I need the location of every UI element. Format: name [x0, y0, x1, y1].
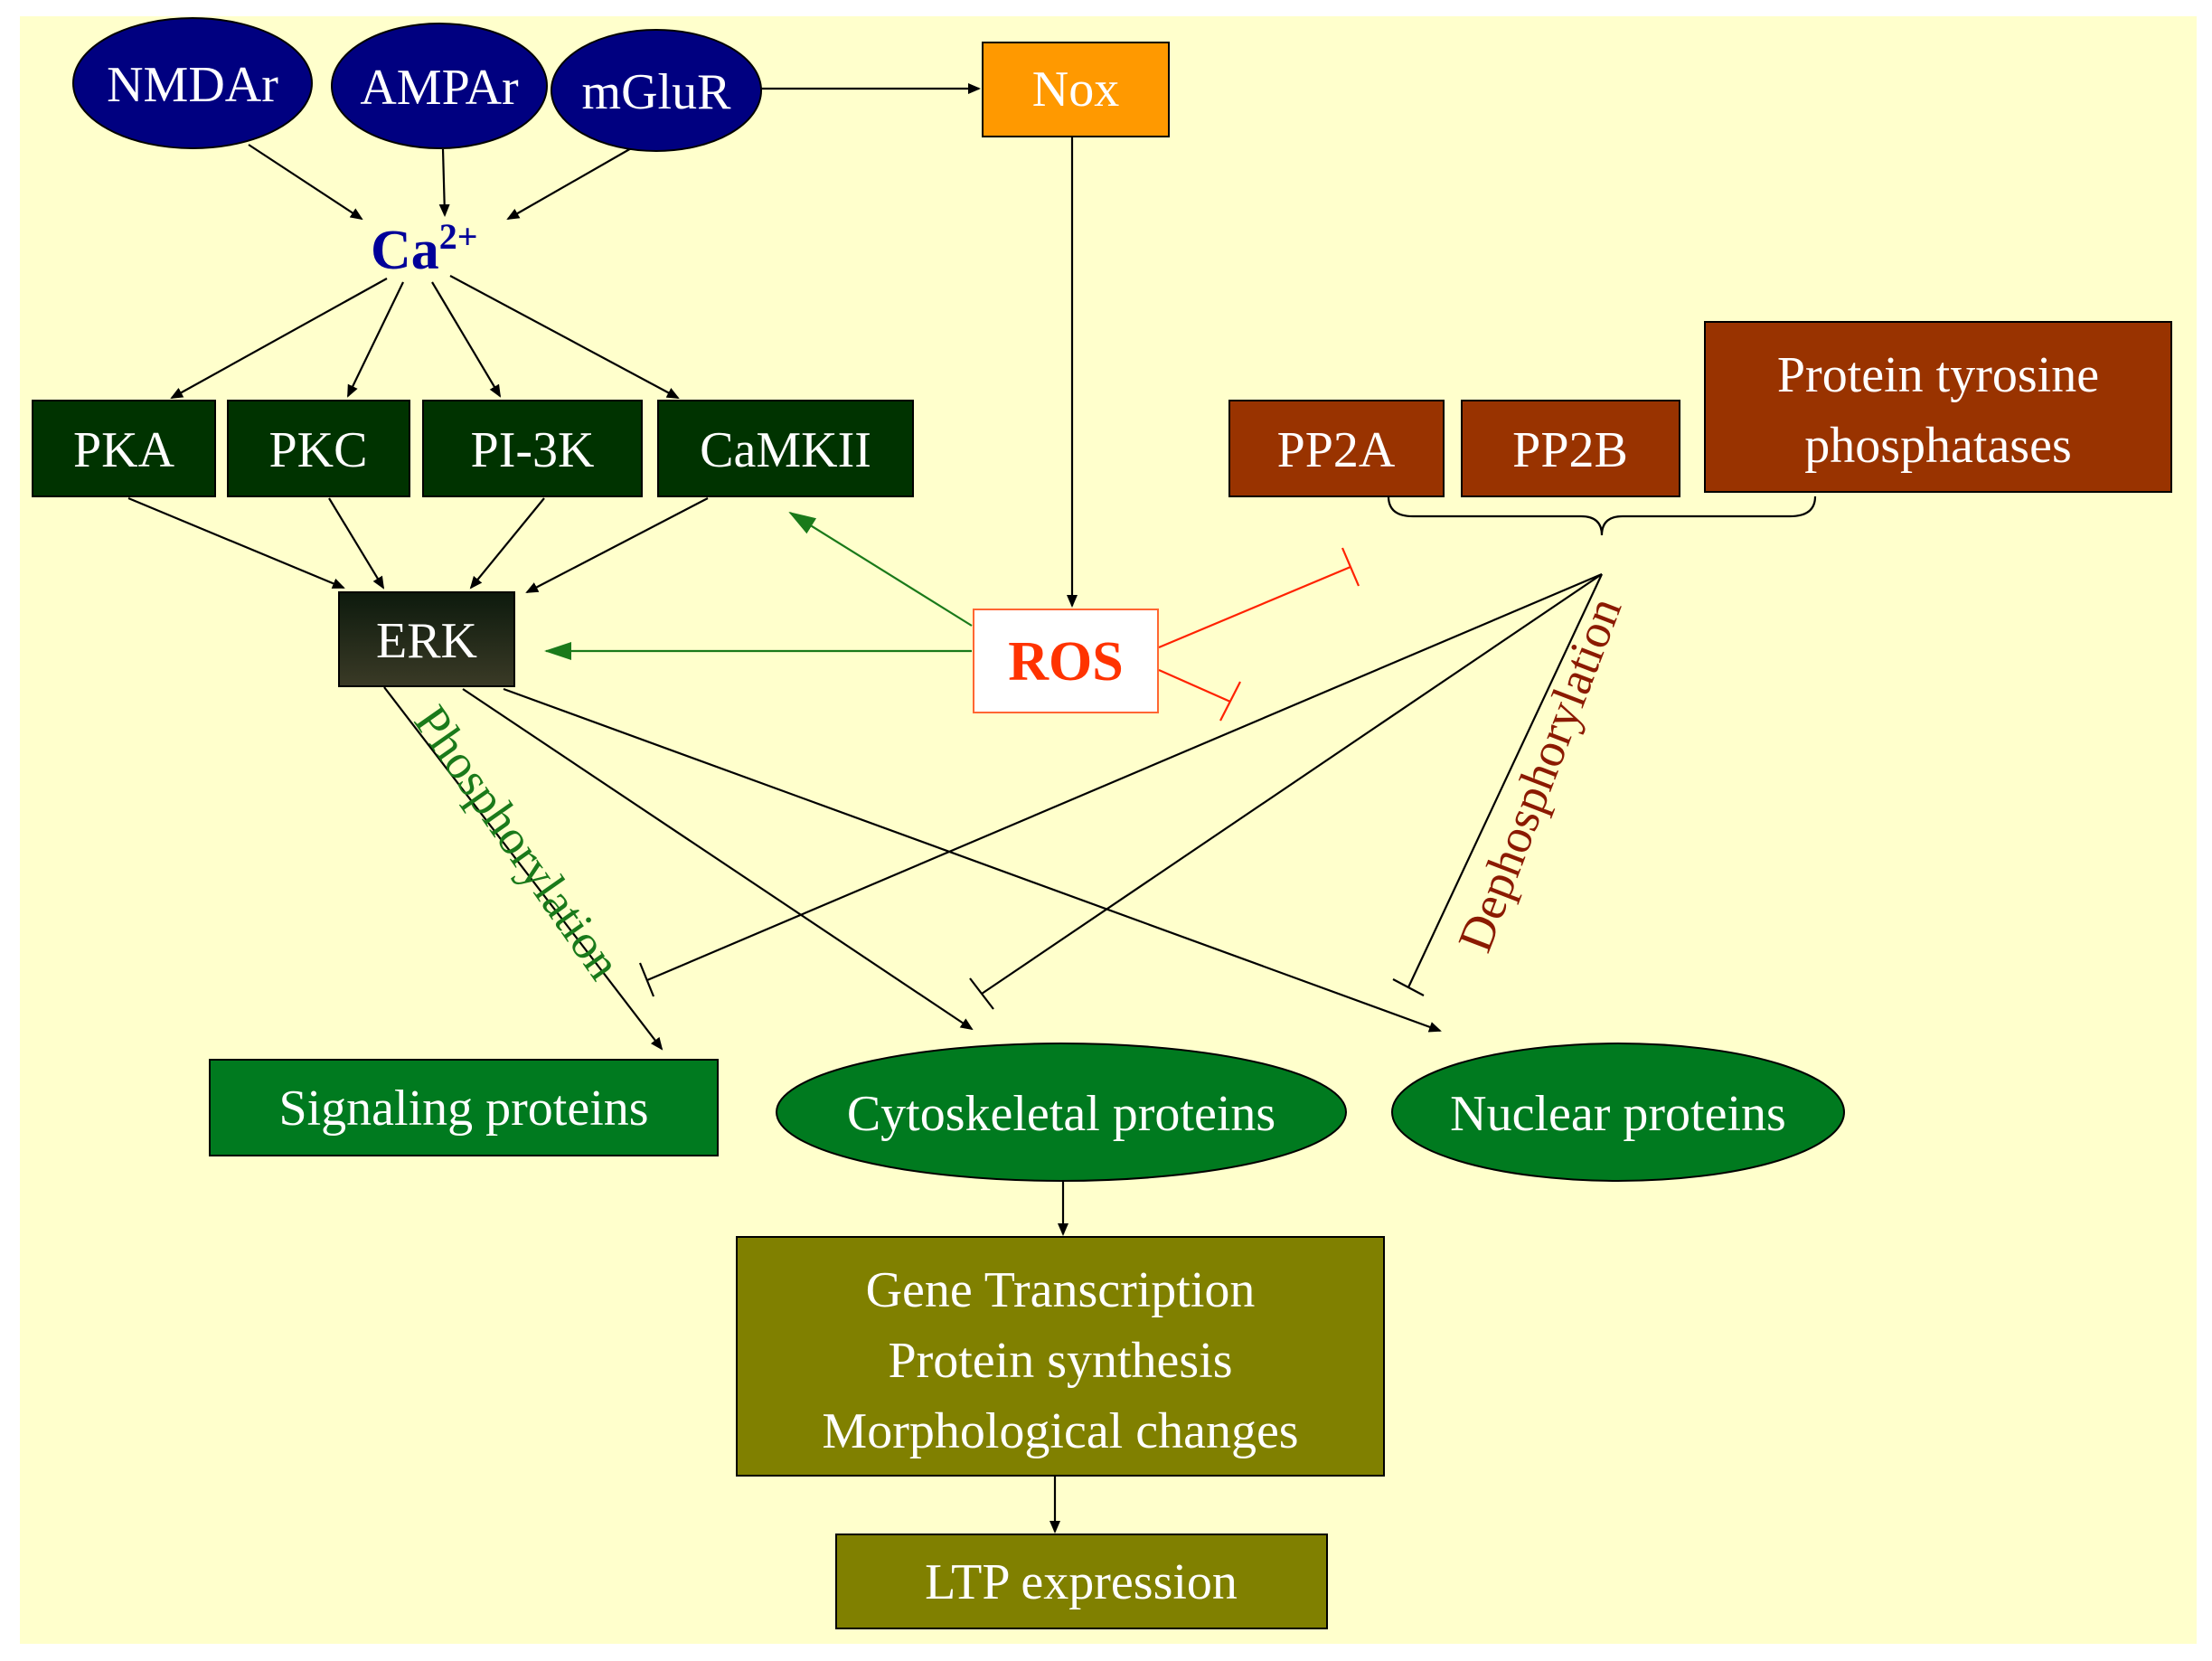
- arrow-mglur-to-calcium: [506, 146, 634, 220]
- phosphatase-pp2b: PP2B: [1461, 400, 1680, 497]
- arrow-ampar-to-calcium: [438, 148, 450, 217]
- inhibit-phosphatase-cytoskeletal: [981, 573, 1603, 995]
- arrow-pka-to-erk: [127, 496, 345, 590]
- phosphatase-pp2b-label: PP2B: [1512, 422, 1628, 478]
- kinase-camkii: CaMKII: [657, 400, 914, 497]
- outcome-line-protein-synthesis: Protein synthesis: [888, 1333, 1232, 1389]
- erk-label: ERK: [376, 613, 477, 669]
- connectors: [127, 83, 1817, 1534]
- ros-activation-arrows: [544, 511, 973, 660]
- kinase-pka-label: PKA: [73, 422, 175, 478]
- inhibit-bar-nuclear: [1392, 978, 1425, 996]
- arrow-pi3k-to-erk: [469, 497, 545, 590]
- arrow-erk-to-cytoskeletal: [462, 688, 974, 1031]
- nox-label: Nox: [1032, 61, 1119, 118]
- inhibit-bar-phosphatases: [1341, 547, 1360, 587]
- ros-label: ROS: [1008, 631, 1123, 693]
- arrow-calcium-to-pkc: [347, 281, 404, 398]
- kinase-camkii-label: CaMKII: [700, 422, 871, 478]
- phosphatase-ptp: Protein tyrosine phosphatases: [1704, 321, 2172, 493]
- phosphatase-ptp-label-line1: Protein tyrosine: [1777, 347, 2099, 403]
- dephosphorylation-label: Dephosphorylation: [1447, 590, 1632, 959]
- kinase-pka: PKA: [32, 400, 216, 497]
- inhibit-bar-targets: [1219, 681, 1241, 722]
- inhibit-phosphatase-nuclear: [1407, 573, 1603, 988]
- inhibit-ros-to-targets: [1158, 668, 1231, 703]
- inhibit-bar-signaling: [638, 962, 655, 997]
- receptor-mglur-label: mGluR: [582, 64, 732, 120]
- target-nuclear-label: Nuclear proteins: [1450, 1086, 1786, 1142]
- target-nuclear-proteins: Nuclear proteins: [1391, 1043, 1845, 1182]
- kinase-pkc-label: PKC: [269, 422, 368, 478]
- ltp-expression: LTP expression: [835, 1534, 1328, 1629]
- erk-node: ERK: [338, 591, 515, 687]
- receptor-nmdar-label: NMDAr: [107, 57, 278, 113]
- inhibit-ros-to-phosphatases: [1158, 565, 1351, 649]
- calcium-ion: Ca2+: [371, 216, 478, 281]
- inhibit-bar-cytoskeletal: [969, 977, 994, 1010]
- arrow-pkc-to-erk: [328, 497, 385, 590]
- arrow-nmdar-to-calcium: [248, 144, 363, 221]
- arrow-camkii-to-erk: [525, 497, 709, 593]
- kinase-pi3k: PI-3K: [422, 400, 643, 497]
- arrow-erk-to-nuclear: [503, 687, 1442, 1033]
- outcome-box: Gene Transcription Protein synthesis Mor…: [736, 1236, 1385, 1477]
- arrow-calcium-to-camkii: [449, 275, 680, 399]
- phosphatase-pp2a-label: PP2A: [1277, 422, 1396, 478]
- nox-node: Nox: [982, 42, 1170, 137]
- phosphatase-pp2a: PP2A: [1228, 400, 1445, 497]
- receptor-ampar-label: AMPAr: [360, 60, 519, 116]
- outcome-line-morphological-changes: Morphological changes: [822, 1403, 1298, 1459]
- target-cytoskeletal-proteins: Cytoskeletal proteins: [776, 1043, 1347, 1182]
- phosphatase-ptp-label-line2: phosphatases: [1804, 418, 2072, 474]
- target-signaling-label: Signaling proteins: [278, 1081, 648, 1137]
- outcome-line-gene-transcription: Gene Transcription: [866, 1262, 1256, 1318]
- target-signaling-proteins: Signaling proteins: [209, 1059, 719, 1156]
- receptor-mglur: mGluR: [551, 29, 762, 152]
- ltp-expression-label: LTP expression: [925, 1554, 1238, 1610]
- target-cytoskeletal-label: Cytoskeletal proteins: [847, 1086, 1275, 1142]
- inhibit-phosphatase-signaling: [646, 572, 1603, 982]
- receptor-ampar: AMPAr: [331, 23, 548, 149]
- kinase-pi3k-label: PI-3K: [471, 422, 595, 478]
- ros-inhibition-lines: [1158, 547, 1360, 722]
- kinase-pkc: PKC: [227, 400, 410, 497]
- phosphorylation-label: Phosphorylation: [404, 695, 632, 988]
- ros-node: ROS: [973, 609, 1159, 713]
- arrow-ros-to-camkii: [788, 511, 973, 627]
- phosphatase-bracket: [1387, 495, 1817, 536]
- receptor-nmdar: NMDAr: [72, 17, 313, 149]
- calcium-symbol: Ca: [371, 220, 439, 281]
- arrow-erk-to-signaling: [383, 686, 664, 1051]
- arrow-calcium-to-pka: [170, 278, 388, 399]
- arrow-calcium-to-pi3k: [431, 281, 502, 398]
- calcium-charge: 2+: [439, 216, 478, 257]
